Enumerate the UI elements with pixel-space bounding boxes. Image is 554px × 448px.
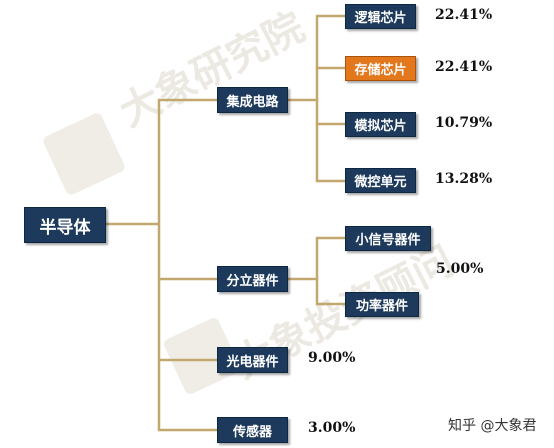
node-integrated-circuit-label: 集成电路 xyxy=(226,94,279,110)
node-analog-chip: 模拟芯片 xyxy=(345,112,416,137)
value-discrete-device: 5.00% xyxy=(436,261,484,277)
node-small-signal-device-label: 小信号器件 xyxy=(355,233,421,248)
node-memory-chip: 存储芯片 xyxy=(345,56,416,81)
value-optoelectronic-device: 9.00% xyxy=(308,350,356,366)
credit: 知乎 @大象君 xyxy=(448,418,537,434)
node-sensor: 传感器 xyxy=(217,417,288,443)
node-mcu-label: 微控单元 xyxy=(354,175,407,190)
node-power-device-label: 功率器件 xyxy=(355,299,408,314)
node-sensor-label: 传感器 xyxy=(232,424,272,440)
value-analog-chip: 10.79% xyxy=(435,115,493,131)
node-discrete-device-label: 分立器件 xyxy=(226,273,279,289)
node-discrete-device: 分立器件 xyxy=(217,266,288,292)
node-mcu: 微控单元 xyxy=(345,168,416,193)
node-analog-chip-label: 模拟芯片 xyxy=(354,119,407,134)
value-sensor: 3.00% xyxy=(308,420,356,436)
value-memory-chip: 22.41% xyxy=(435,59,493,75)
node-small-signal-device: 小信号器件 xyxy=(345,226,431,251)
node-optoelectronic-device-label: 光电器件 xyxy=(226,354,279,370)
value-mcu: 13.28% xyxy=(435,171,493,187)
node-root-label: 半导体 xyxy=(39,217,91,238)
value-logic-chip: 22.41% xyxy=(435,7,493,23)
node-memory-chip-label: 存储芯片 xyxy=(354,63,407,78)
node-power-device: 功率器件 xyxy=(345,292,419,317)
node-logic-chip: 逻辑芯片 xyxy=(345,4,416,29)
node-logic-chip-label: 逻辑芯片 xyxy=(354,11,407,26)
node-optoelectronic-device: 光电器件 xyxy=(217,347,288,373)
node-root: 半导体 xyxy=(24,207,106,243)
node-integrated-circuit: 集成电路 xyxy=(217,87,288,113)
